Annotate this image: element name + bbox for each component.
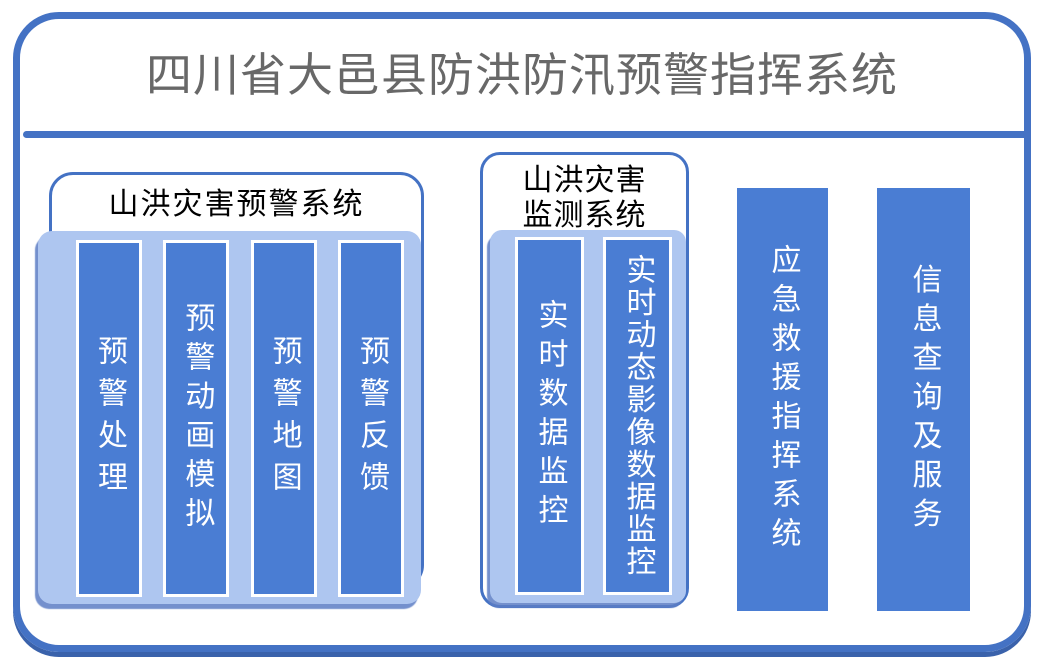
bar-realtime-dynamic-video-data-monitoring-label: 实时动态影像数据监控 — [621, 254, 655, 578]
page-title: 四川省大邑县防洪防汛预警指挥系统 — [146, 49, 898, 101]
bar-warning-processing-label: 预警处理 — [93, 334, 126, 503]
title-separator-line — [23, 131, 1028, 138]
monitoring-system-header-line1: 山洪灾害 — [522, 164, 647, 197]
bar-warning-feedback-label: 预警反馈 — [354, 334, 388, 503]
bar-warning-map: 预警地图 — [250, 240, 317, 597]
page-frame — [13, 12, 1031, 652]
warning-system-tray: 预警处理 预警动画模拟 预警地图 预警反馈 — [38, 231, 421, 604]
monitoring-system-tray: 实时数据监控 实时动态影像数据监控 — [490, 230, 686, 603]
bar-realtime-data-monitoring-label: 实时数据监控 — [533, 299, 567, 533]
bar-emergency-rescue-command-system-label: 应急救援指挥系统 — [766, 243, 800, 556]
bar-warning-feedback: 预警反馈 — [337, 240, 404, 597]
bar-warning-map-label: 预警地图 — [267, 334, 301, 503]
monitoring-system-header: 山洪灾害 监测系统 — [483, 163, 686, 233]
bar-emergency-rescue-command-system: 应急救援指挥系统 — [737, 188, 828, 611]
bar-warning-animation-simulation: 预警动画模拟 — [163, 240, 230, 597]
monitoring-system-header-line2: 监测系统 — [522, 199, 647, 232]
bar-warning-animation-simulation-label: 预警动画模拟 — [180, 301, 214, 536]
warning-system-header: 山洪灾害预警系统 — [108, 188, 365, 221]
bar-information-query-and-service: 信息查询及服务 — [877, 188, 970, 611]
bar-warning-processing: 预警处理 — [76, 240, 142, 597]
bar-realtime-data-monitoring: 实时数据监控 — [515, 237, 584, 595]
bar-realtime-dynamic-video-data-monitoring: 实时动态影像数据监控 — [603, 237, 672, 595]
bar-information-query-and-service-label: 信息查询及服务 — [907, 263, 941, 536]
